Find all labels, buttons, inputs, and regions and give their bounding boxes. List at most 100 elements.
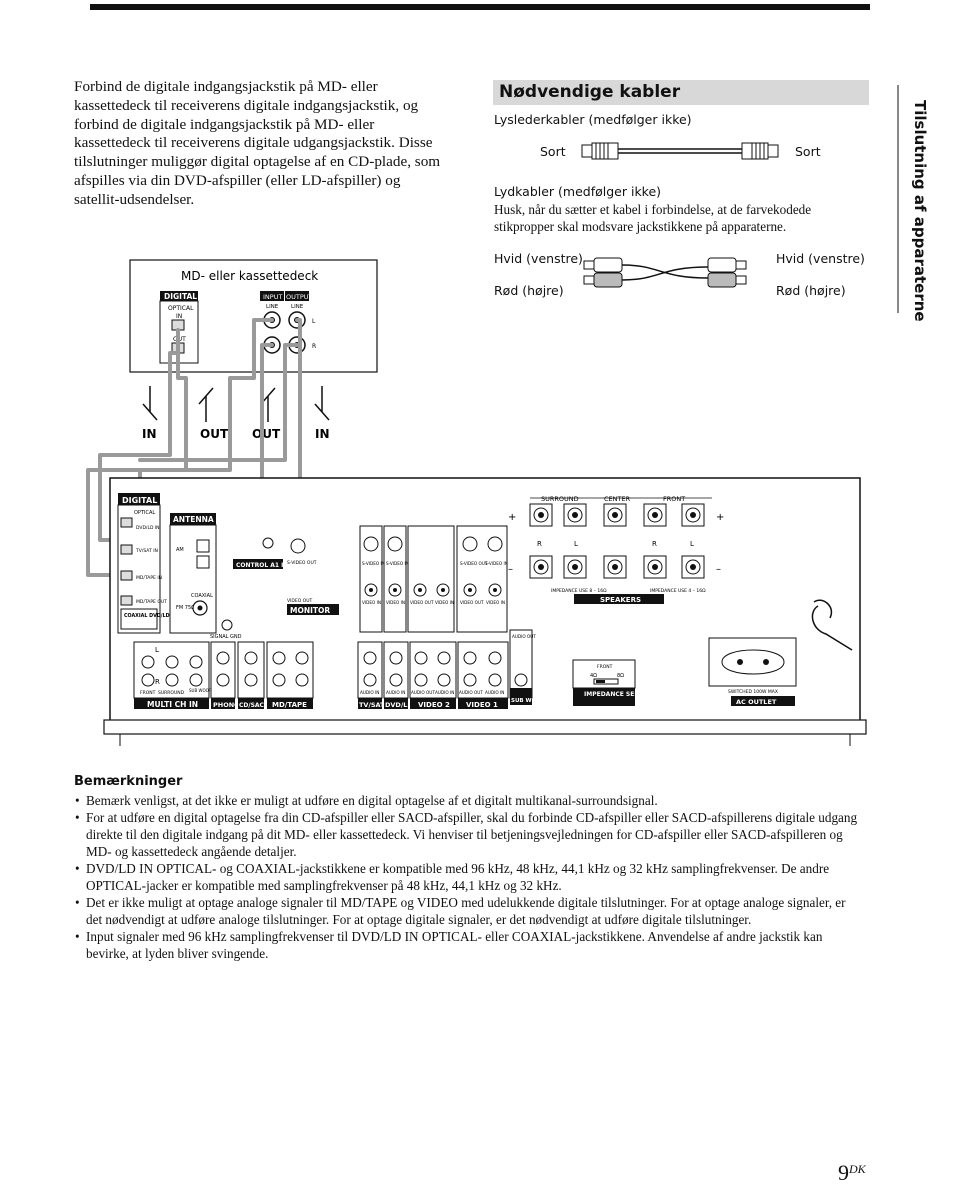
connection-diagram: MD- eller kassettedeck DIGITAL OPTICAL I… (86, 142, 867, 746)
rcv-tv-sat-label: TV/SAT (359, 701, 385, 709)
rcv-impedance-selector-label: IMPEDANCE SELECTOR (584, 691, 661, 698)
rcv-plus-right: + (716, 512, 724, 523)
rcv-svideo-in-3: S-VIDEO IN (485, 561, 508, 566)
md-input-label: INPUT (263, 293, 282, 301)
rcv-video2-label: VIDEO 2 (418, 701, 450, 709)
rcv-mc-l: L (155, 646, 159, 654)
rcv-video-out-label: VIDEO OUT (287, 598, 313, 604)
rcv-svideo-in-2: S-VIDEO IN (386, 561, 409, 566)
page-number: 9DK (838, 1160, 866, 1186)
rcv-sub-woofer-label: SUB WOOFER (511, 698, 553, 704)
note-item: Input signaler med 96 kHz samplingfrekve… (75, 928, 864, 962)
rcv-ac-outlet-label: AC OUTLET (736, 698, 777, 706)
rcv-video1-label: VIDEO 1 (466, 701, 498, 709)
rcv-bottom-jacks: MULTI CH IN FRONT SURROUND SUB WOOFER L … (133, 629, 553, 709)
rcv-antenna-label: ANTENNA (173, 515, 214, 524)
audio-cable-heading: Lydkabler (medfølger ikke) (494, 184, 662, 199)
rcv-front-small-label: FRONT (140, 690, 156, 696)
md-l-label: L (312, 318, 316, 325)
arrow-label-out-1: OUT (200, 427, 229, 441)
rcv-tv-sat-in-label: TV/SAT IN (135, 548, 158, 554)
rcv-audio-out-3: AUDIO OUT (512, 634, 536, 639)
rcv-ac-outlet: SWITCHED 100W MAX AC OUTLET (708, 637, 797, 706)
note-item: DVD/LD IN OPTICAL- og COAXIAL-jackstikke… (75, 860, 864, 894)
rcv-imp-8-label: IMPEDANCE USE 8 – 16Ω (551, 588, 607, 594)
rcv-minus-left: – (508, 564, 513, 575)
optical-left-label: Sort (540, 144, 566, 159)
rcv-signal-gnd-label: SIGNAL GND (210, 634, 242, 640)
notes-title: Bemærkninger (74, 774, 183, 789)
audio-cable-note: Husk, når du sætter et kabel i forbindel… (494, 202, 812, 234)
rcv-center-label: CENTER (604, 495, 631, 503)
rcv-video-out-4: VIDEO OUT (460, 600, 484, 605)
md-output-label: OUTPUT (286, 293, 313, 301)
rcv-switched-label: SWITCHED 100W MAX (728, 689, 778, 695)
rcv-audio-in-2: AUDIO IN (386, 690, 405, 695)
rcv-spk-r-1: R (537, 540, 542, 548)
page-number-suffix: DK (849, 1162, 866, 1176)
rcv-imp-4-label: IMPEDANCE USE 4 – 16Ω (650, 588, 706, 594)
rcv-md-tape-in-label: MD/TAPE IN (136, 575, 162, 581)
optical-cable-illustration (581, 142, 779, 160)
receiver-rear-panel: DIGITAL OPTICAL DVD/LD IN TV/SAT IN MD/T… (103, 477, 867, 746)
rcv-surround-label: SURROUND (541, 495, 579, 503)
rcv-audio-in-4: AUDIO IN (485, 690, 504, 695)
red-right-label: Rød (højre) (776, 283, 846, 298)
rcv-impedance-selector: FRONT 4Ω 8Ω IMPEDANCE SELECTOR (572, 659, 661, 706)
rcv-minus-right: – (716, 564, 721, 575)
rcv-speakers-label: SPEAKERS (600, 596, 641, 604)
rcv-optical-dvd-jack (120, 517, 133, 528)
rcv-coaxial-label: COAXIAL (191, 593, 213, 599)
md-in-label: IN (176, 313, 182, 320)
rcv-surround-small-label: SURROUND (158, 690, 185, 696)
top-rule (90, 4, 870, 10)
rcv-control-label: CONTROL A1 II (236, 562, 286, 569)
arrow-label-out-2: OUT (252, 427, 281, 441)
notes-section: Bemærkninger Bemærk venligst, at det ikk… (74, 774, 864, 962)
cables-section-header: Nødvendige kabler (493, 80, 869, 105)
note-item: Bemærk venligst, at det ikke er muligt a… (75, 792, 864, 809)
rcv-video-out-3: VIDEO OUT (410, 600, 434, 605)
rcv-svideo-out-label: S-VIDEO OUT (287, 560, 317, 566)
rcv-monitor-label: MONITOR (290, 606, 330, 615)
rcv-phono-label: PHONO (213, 701, 240, 709)
rcv-multi-ch-in-label: MULTI CH IN (147, 700, 198, 709)
rcv-md-tape-label: MD/TAPE (272, 701, 307, 709)
note-item: For at udføre en digital optagelse fra d… (75, 809, 864, 860)
rcv-video-in-3: VIDEO IN (435, 600, 454, 605)
side-tab-rule (897, 85, 899, 313)
rcv-svideo-out-2: S-VIDEO OUT (460, 561, 488, 566)
md-deck-title: MD- eller kassettedeck (181, 269, 318, 283)
note-item: Det er ikke muligt at optage analoge sig… (75, 894, 864, 928)
rcv-optical-md-in-jack (120, 570, 133, 581)
rcv-plus-left: + (508, 512, 516, 523)
rcv-am-label: AM (176, 547, 184, 553)
md-optical-label: OPTICAL (168, 305, 194, 312)
rcv-fm-label: FM 75Ω (176, 605, 195, 611)
rcv-audio-out-2: AUDIO OUT (459, 690, 483, 695)
md-digital-label: DIGITAL (164, 292, 197, 301)
arrow-label-in-1: IN (142, 427, 157, 441)
rcv-video-section: S-VIDEO IN S-VIDEO IN S-VIDEO OUT S-VIDE… (359, 525, 508, 633)
audio-cable-illustration (583, 257, 747, 288)
rcv-video-in-4: VIDEO IN (486, 600, 505, 605)
rcv-imp-front-label: FRONT (597, 664, 613, 670)
rcv-imp-4ohm: 4Ω (590, 673, 597, 679)
rcv-dvd-ld-in-label: DVD/LD IN (136, 525, 160, 531)
optical-cable-heading: Lyslederkabler (medfølger ikke) (494, 112, 692, 127)
rcv-spk-l-1: L (574, 540, 578, 548)
rcv-optical-md-out-jack (120, 595, 133, 606)
rcv-front-label: FRONT (663, 495, 685, 503)
rcv-dvd-ld-label: DVD/LD (385, 701, 413, 709)
white-right-label: Hvid (venstre) (776, 251, 865, 266)
rcv-imp-8ohm: 8Ω (617, 673, 624, 679)
red-left-label: Rød (højre) (494, 283, 564, 298)
rcv-svideo-in-1: S-VIDEO IN (362, 561, 385, 566)
rcv-cd-sacd-label: CD/SACD (239, 702, 269, 709)
md-line-label-2: LINE (291, 304, 304, 310)
rcv-video-in-1: VIDEO IN (362, 600, 381, 605)
rcv-optical-label: OPTICAL (134, 510, 155, 516)
optical-right-label: Sort (795, 144, 821, 159)
rcv-audio-out-1: AUDIO OUT (411, 690, 435, 695)
arrow-label-in-2: IN (315, 427, 330, 441)
